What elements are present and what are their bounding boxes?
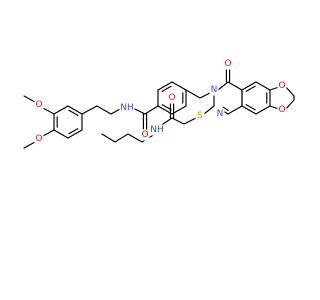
atom-label-n_amide1: NH (120, 103, 134, 113)
bond-line-41 (255, 81, 271, 91)
atom-label-o_ketone: O (224, 59, 231, 69)
bond-line-13 (81, 105, 98, 115)
atom-label-o_amide2: O (168, 93, 175, 103)
bond-line-2 (67, 129, 83, 139)
atom-label-bg-o_amide1 (140, 129, 150, 141)
bond-layer (23, 69, 295, 149)
bond-line-3 (53, 129, 69, 139)
bond-line-24 (171, 105, 187, 115)
bond-line-48 (245, 104, 256, 111)
bond-line-14 (96, 105, 112, 115)
bond-line-34 (227, 105, 243, 115)
atom-label-bg-o_ketone (223, 58, 233, 70)
bond-line-31 (217, 81, 229, 91)
bond-line-29 (185, 89, 201, 99)
bond-line-12 (23, 141, 36, 149)
atom-label-bg-n_amide1 (119, 102, 135, 114)
bond-line-56 (171, 117, 185, 125)
atom-label-bg-n_amide2 (149, 124, 165, 136)
bond-line-26 (161, 85, 172, 92)
bond-line-55 (183, 117, 197, 125)
bond-line-9 (42, 107, 55, 115)
atom-label-o_diox1: O (278, 81, 285, 91)
atom-label-n_ring1: N (211, 85, 218, 95)
bond-line-7 (68, 128, 79, 135)
atom-label-bg-o_me1 (34, 99, 44, 111)
bond-line-46 (245, 85, 256, 92)
atom-label-bg-n_ring2 (215, 108, 225, 120)
atom-label-n_ring2: N (217, 109, 224, 119)
atom-label-o_amide1: O (141, 130, 148, 140)
bond-line-43 (255, 105, 271, 115)
bond-line-44 (241, 105, 257, 115)
bond-line-6 (68, 109, 79, 116)
bond-line-39 (222, 106, 229, 111)
bond-line-22 (171, 81, 187, 91)
bond-line-28 (161, 104, 172, 111)
atom-label-bg-s_thio (195, 110, 205, 122)
atom-label-o_me1: O (35, 100, 42, 110)
bond-line-0 (67, 105, 83, 115)
atom-label-bg-n_ring1 (209, 84, 219, 96)
atom-label-o_diox2: O (278, 105, 285, 115)
atom-label-bg-o_me2 (34, 133, 44, 145)
bond-line-10 (23, 95, 36, 103)
bond-line-19 (144, 105, 159, 115)
bond-line-30 (199, 92, 211, 99)
atom-label-o_me2: O (35, 134, 42, 144)
atom-label-bg-o_diox2 (277, 104, 287, 116)
atom-label-bg-o_amide2 (167, 92, 177, 104)
bond-line-32 (227, 81, 243, 91)
atom-label-bg-o_diox1 (277, 80, 287, 92)
atom-label-n_amide2: NH (150, 125, 164, 135)
bond-line-5 (53, 105, 69, 115)
atom-label-s_thio: S (197, 111, 203, 121)
bond-line-11 (42, 129, 55, 137)
bond-line-54 (203, 105, 215, 115)
bond-line-40 (241, 81, 257, 91)
bond-line-25 (157, 105, 173, 115)
bond-line-16 (132, 107, 146, 115)
bond-line-21 (157, 81, 173, 91)
